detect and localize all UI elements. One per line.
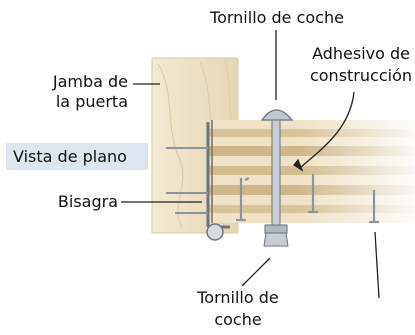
jamb-label-line2: la puerta [55,92,128,111]
adhesive-label-line1: Adhesivo de [312,44,410,63]
leader-lines [121,30,380,299]
carriage-bolt-top-label: Tornillo de coche [210,8,344,27]
adhesive-label-line2: construcción [309,66,412,85]
carriage-bolt-bottom-label-line1: Tornillo de [197,288,279,307]
carriage-bolt [260,109,294,247]
hinge [206,122,230,241]
jamb-label-line1: Jamba de [52,72,128,91]
plan-view-badge: Vista de plano [6,143,148,170]
hinge-label: Bisagra [57,192,118,211]
carriage-bolt-bottom-label-line2: coche [214,310,262,329]
door-slab [208,118,415,228]
door-screws [236,174,379,224]
hinge-screws [166,147,208,214]
